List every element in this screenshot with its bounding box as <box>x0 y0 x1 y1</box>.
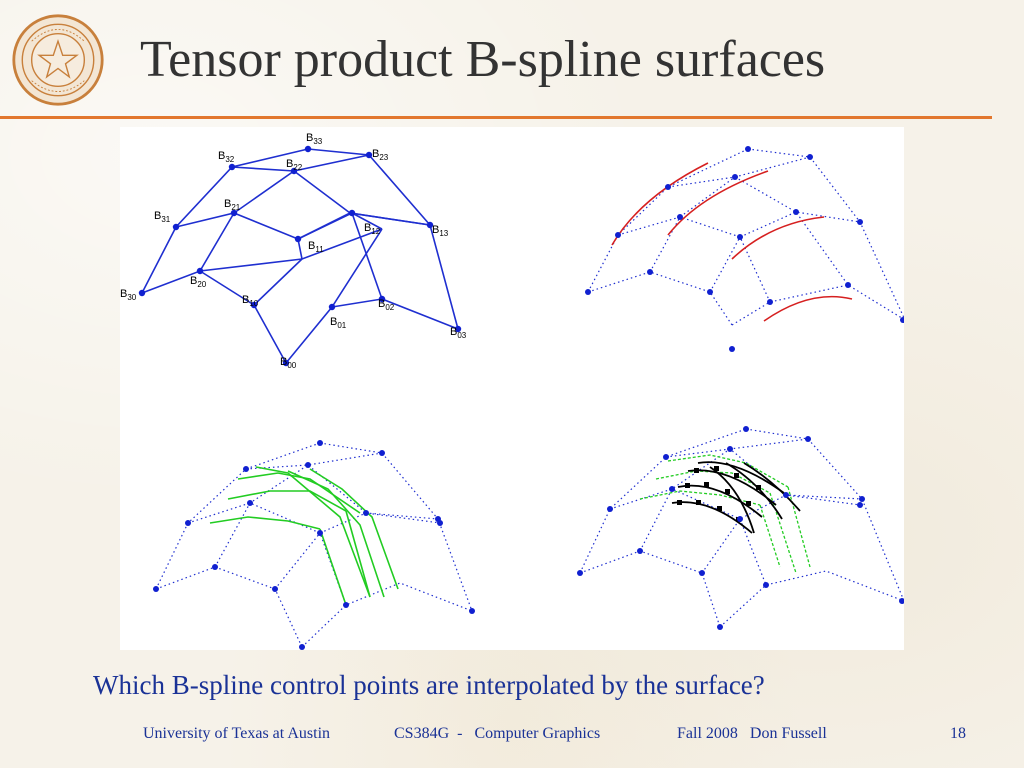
slide-title: Tensor product B-spline surfaces <box>140 31 826 88</box>
question-text: Which B-spline control points are interp… <box>93 670 765 700</box>
net-with-red-curves <box>585 146 904 352</box>
label-b20: B20 <box>190 275 207 289</box>
label-b23: B23 <box>372 148 389 162</box>
footer-course: CS384G - Computer Graphics <box>394 725 601 742</box>
label-b03: B03 <box>450 326 467 340</box>
net-with-black-curves <box>577 426 904 630</box>
control-points-3 <box>153 440 475 650</box>
green-curves <box>209 466 399 606</box>
control-net-labeled: B33 B32 B22 B23 B31 B21 B12 B13 B11 B30 … <box>120 132 467 370</box>
footer-university: University of Texas at Austin <box>143 725 331 742</box>
label-b12: B12 <box>364 222 381 236</box>
title-divider <box>0 116 992 119</box>
footer-term-author: Fall 2008 Don Fussell <box>677 725 827 742</box>
dotted-net-2 <box>587 148 904 326</box>
label-b01: B01 <box>330 316 347 330</box>
dotted-net-3 <box>155 442 473 648</box>
control-points-2 <box>585 146 904 352</box>
bspline-figure-svg: B33 B32 B22 B23 B31 B21 B12 B13 B11 B30 … <box>120 132 904 650</box>
label-b11: B11 <box>308 240 324 254</box>
footer-page-number: 18 <box>950 725 966 742</box>
label-b02: B02 <box>378 298 395 312</box>
control-point-labels: B33 B32 B22 B23 B31 B21 B12 B13 B11 B30 … <box>120 132 467 370</box>
control-points <box>138 145 462 367</box>
label-b31: B31 <box>154 210 171 224</box>
control-points-4 <box>577 426 904 630</box>
university-seal-icon <box>12 14 104 106</box>
label-b00: B00 <box>280 356 297 370</box>
slide-footer: University of Texas at Austin CS384G - C… <box>0 725 1024 747</box>
label-b32: B32 <box>218 150 235 164</box>
net-with-green-curves <box>153 440 475 650</box>
label-b10: B10 <box>242 294 259 308</box>
label-b30: B30 <box>120 288 137 302</box>
label-b22: B22 <box>286 158 303 172</box>
red-curves <box>611 162 853 322</box>
label-b21: B21 <box>224 198 241 212</box>
control-net-lines <box>141 148 459 364</box>
bspline-figure: B33 B32 B22 B23 B31 B21 B12 B13 B11 B30 … <box>120 127 904 650</box>
label-b13: B13 <box>432 224 449 238</box>
label-b33: B33 <box>306 132 323 146</box>
dotted-net-4 <box>579 428 904 628</box>
